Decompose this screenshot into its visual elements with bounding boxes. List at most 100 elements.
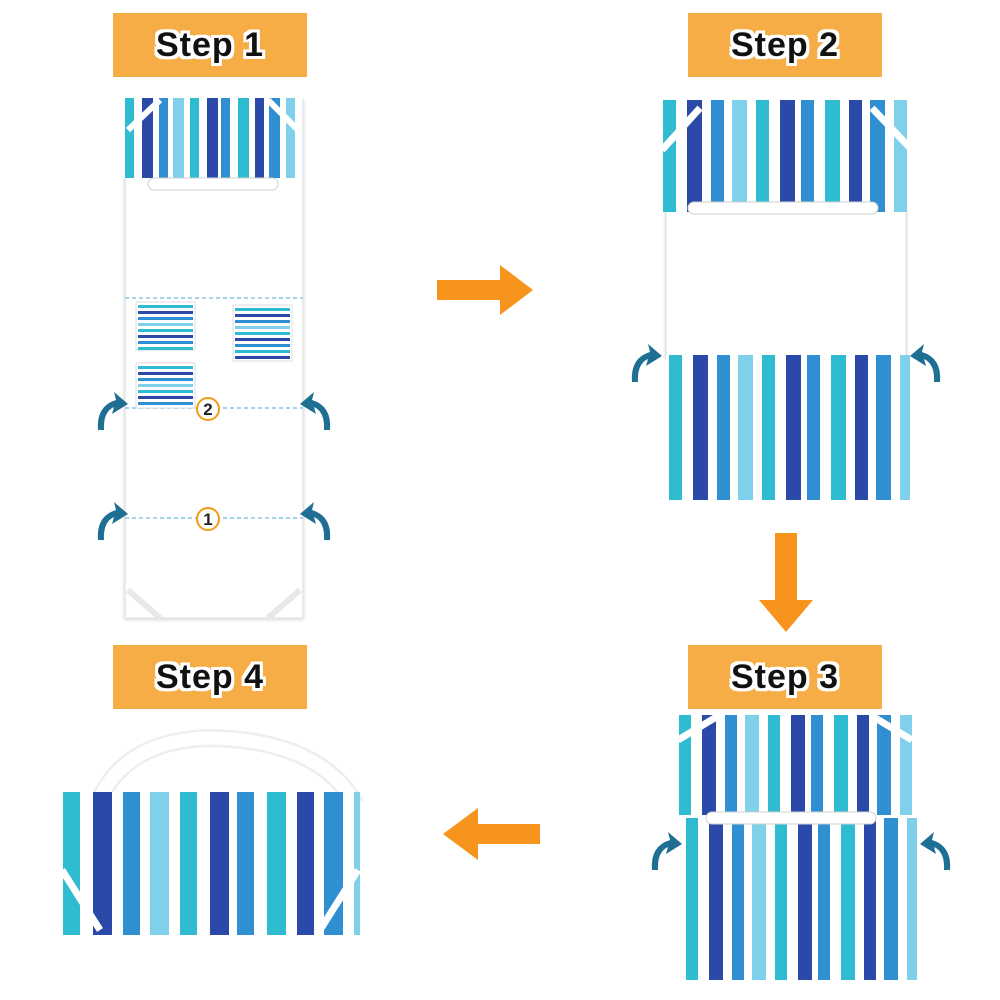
step-2-pillow-stripes (660, 100, 914, 212)
curl-arrow-shape (97, 392, 128, 430)
stripe (159, 98, 168, 178)
stripe (123, 792, 140, 935)
stripe (855, 355, 868, 500)
step-3-text: Step 3 (730, 657, 840, 696)
stripe (93, 792, 112, 935)
step-2-mat (659, 100, 915, 500)
stripe (738, 355, 753, 500)
stripe (825, 100, 840, 212)
fold-marker-2 (196, 397, 220, 421)
stripe (235, 332, 290, 335)
stripe (841, 818, 855, 980)
curl-arrow-shape (910, 344, 941, 382)
step-3-label: Step 3 (688, 645, 882, 709)
step-2-label: Step 2 (688, 13, 882, 77)
stripe (857, 715, 869, 815)
stripe (235, 314, 290, 317)
curl-arrow-icon (97, 502, 128, 540)
stripe (235, 320, 290, 323)
mat-body (665, 199, 907, 359)
curl-arrow-icon (97, 392, 128, 430)
pillow-strap (687, 201, 879, 215)
stripe (756, 100, 769, 212)
stripe (709, 818, 723, 980)
step-1-text: Step 1 (155, 25, 265, 64)
curl-arrow-icon (300, 502, 331, 540)
step-1-mat: 2 1 (122, 97, 304, 621)
step-4-bag (59, 728, 364, 935)
stripe (801, 100, 814, 212)
stripe (811, 715, 823, 815)
step-2-text: Step 2 (730, 25, 840, 64)
stripe (849, 100, 862, 212)
stripe (725, 715, 737, 815)
stripe (297, 792, 314, 935)
stripe (138, 347, 193, 350)
stripe (125, 98, 134, 178)
stripe (864, 818, 876, 980)
stripe (138, 390, 193, 393)
step-1-label: Step 1 (113, 13, 307, 77)
stripe (235, 338, 290, 341)
stripe (221, 98, 230, 178)
stripe (870, 100, 885, 212)
stripe (235, 344, 290, 347)
stripe (786, 355, 801, 500)
step-3-mat (676, 712, 917, 980)
stripe (267, 792, 286, 935)
stripe (138, 317, 193, 320)
stripe (877, 715, 891, 815)
carry-handle (88, 731, 362, 813)
curl-arrow-shape (920, 832, 951, 870)
stripe (210, 792, 229, 935)
stripe (907, 818, 917, 980)
stripe (138, 311, 193, 314)
stripe (768, 715, 780, 815)
curl-arrow-icon (910, 344, 941, 382)
stripe (255, 98, 264, 178)
curl-arrow-shape (631, 344, 662, 382)
stripe (138, 402, 193, 405)
stripe (138, 366, 193, 369)
stripe (286, 98, 295, 178)
stripe (884, 818, 898, 980)
stripe (63, 792, 80, 935)
stripe (150, 792, 169, 935)
stripe (142, 98, 153, 178)
curl-arrow-shape (300, 502, 331, 540)
stripe (818, 818, 830, 980)
stripe (711, 100, 724, 212)
stripe (732, 100, 747, 212)
right-arrow-icon (437, 265, 533, 315)
step-2-folded-stripes (666, 355, 910, 500)
stripe (138, 335, 193, 338)
step-4-label: Step 4 (113, 645, 307, 709)
stripe (138, 323, 193, 326)
stripe (687, 100, 702, 212)
stripe (235, 308, 290, 311)
curl-arrow-shape (300, 392, 331, 430)
stripe (732, 818, 744, 980)
fold-marker-1-text: 1 (203, 510, 212, 529)
stripe (138, 372, 193, 375)
stripe (807, 355, 820, 500)
stripe (138, 305, 193, 308)
stripe (791, 715, 805, 815)
stripe (834, 715, 848, 815)
stripe (679, 715, 691, 815)
stripe (663, 100, 676, 212)
curl-arrow-shape (651, 832, 682, 870)
fold-marker-1 (196, 507, 220, 531)
pocket-3-stripes (138, 366, 193, 405)
stripe (138, 396, 193, 399)
stripe (138, 378, 193, 381)
step-3-pillow-stripes (676, 715, 913, 815)
curl-arrow-shape (97, 502, 128, 540)
stripe (900, 715, 912, 815)
stripe (238, 98, 249, 178)
stripe (693, 355, 708, 500)
stripe (762, 355, 775, 500)
stripe (775, 818, 787, 980)
pocket-2-stripes (235, 308, 290, 359)
